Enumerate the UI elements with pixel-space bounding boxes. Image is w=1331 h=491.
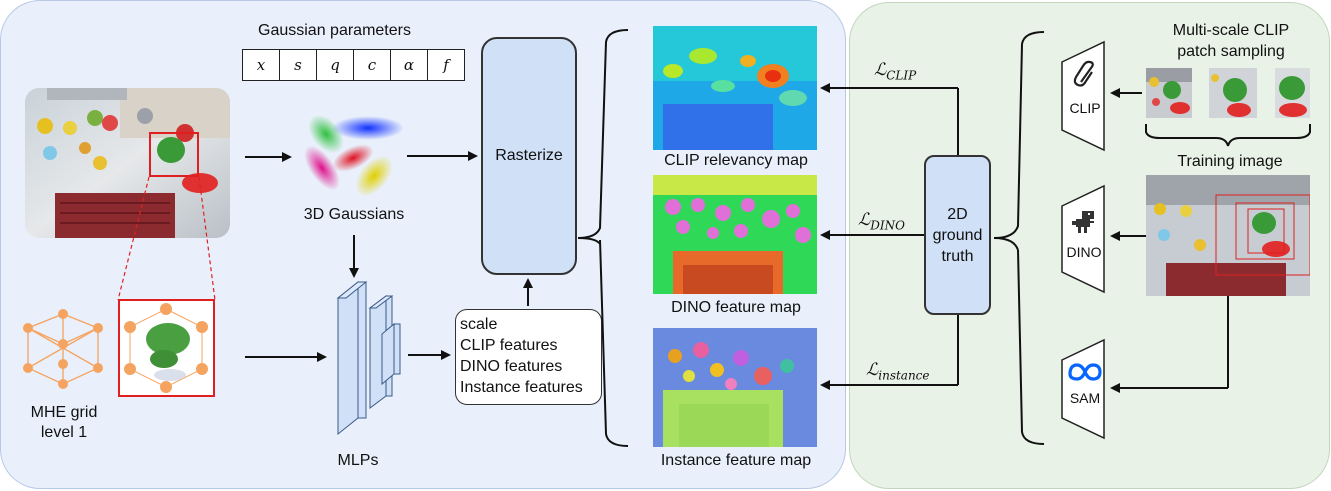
clip-relevancy-map-image	[653, 26, 817, 150]
clip-map-label: CLIP relevancy map	[664, 152, 808, 169]
input-scene-photo	[25, 88, 230, 238]
param-f: f	[427, 50, 464, 80]
patch-sampling-title-line1: Multi-scale CLIP	[1172, 22, 1290, 39]
dino-map-label: DINO feature map	[671, 299, 801, 316]
ground-truth-block: 2D ground truth	[924, 155, 991, 315]
loss-clip: ℒCLIP	[874, 60, 916, 82]
zoomed-crop	[118, 299, 215, 397]
feature-instance: Instance features	[460, 379, 583, 396]
dinosaur-icon	[1070, 210, 1098, 241]
param-c: c	[353, 50, 390, 80]
rasterize-label: Rasterize	[495, 147, 563, 164]
instance-map-label: Instance feature map	[660, 452, 812, 469]
crop-connector-lines	[117, 176, 216, 301]
ground-truth-line1: 2D	[947, 205, 968, 223]
clip-patch-medium	[1209, 68, 1257, 118]
dino-encoder-label: DINO	[1066, 244, 1102, 260]
gaussian-params-table: x s q c α f	[242, 49, 465, 81]
rasterize-block: Rasterize	[481, 37, 577, 275]
ground-truth-line3: truth	[941, 247, 974, 265]
feature-dino: DINO features	[460, 358, 563, 375]
feature-clip: CLIP features	[460, 337, 558, 354]
gaussians-ellipses	[304, 114, 404, 197]
mhe-grid-label-line1: MHE grid	[30, 404, 98, 421]
loss-dino-subscript: DINO	[870, 218, 905, 233]
param-q: q	[316, 50, 353, 80]
param-x: x	[256, 56, 266, 74]
crop-highlight-box	[149, 132, 199, 177]
sam-encoder-label: SAM	[1069, 390, 1101, 406]
instance-feature-map-image	[653, 328, 817, 447]
meta-infinity-icon	[1067, 362, 1103, 387]
loss-instance: ℒinstance	[866, 360, 930, 382]
clip-patch-small	[1275, 68, 1310, 118]
gaussian-params-title: Gaussian parameters	[258, 22, 411, 39]
loss-dino: ℒDINO	[858, 210, 905, 232]
loss-dino-symbol: ℒ	[858, 210, 871, 230]
param-alpha: α	[390, 50, 427, 80]
mlp-stack	[336, 280, 401, 436]
feature-scale: scale	[460, 316, 498, 333]
paperclip-icon	[1066, 60, 1106, 97]
training-image-label: Training image	[1177, 153, 1283, 170]
dino-feature-map-image	[653, 175, 817, 294]
loss-clip-subscript: CLIP	[886, 68, 917, 83]
mhe-grid-label-line2: level 1	[40, 424, 88, 441]
gaussians-label: 3D Gaussians	[303, 206, 405, 223]
loss-instance-subscript: instance	[878, 368, 930, 383]
clip-patch-large	[1146, 68, 1192, 118]
param-s: s	[279, 50, 316, 80]
loss-instance-symbol: ℒ	[866, 360, 879, 380]
training-image	[1146, 175, 1310, 296]
patch-sampling-title-line2: patch sampling	[1177, 43, 1285, 60]
ground-truth-line2: ground	[932, 226, 983, 244]
clip-encoder-label: CLIP	[1069, 100, 1101, 116]
mhe-grid-cube	[23, 309, 103, 389]
feature-outputs-box: scale CLIP features DINO features Instan…	[455, 309, 602, 405]
loss-clip-symbol: ℒ	[874, 60, 887, 80]
mlps-label: MLPs	[337, 452, 379, 469]
